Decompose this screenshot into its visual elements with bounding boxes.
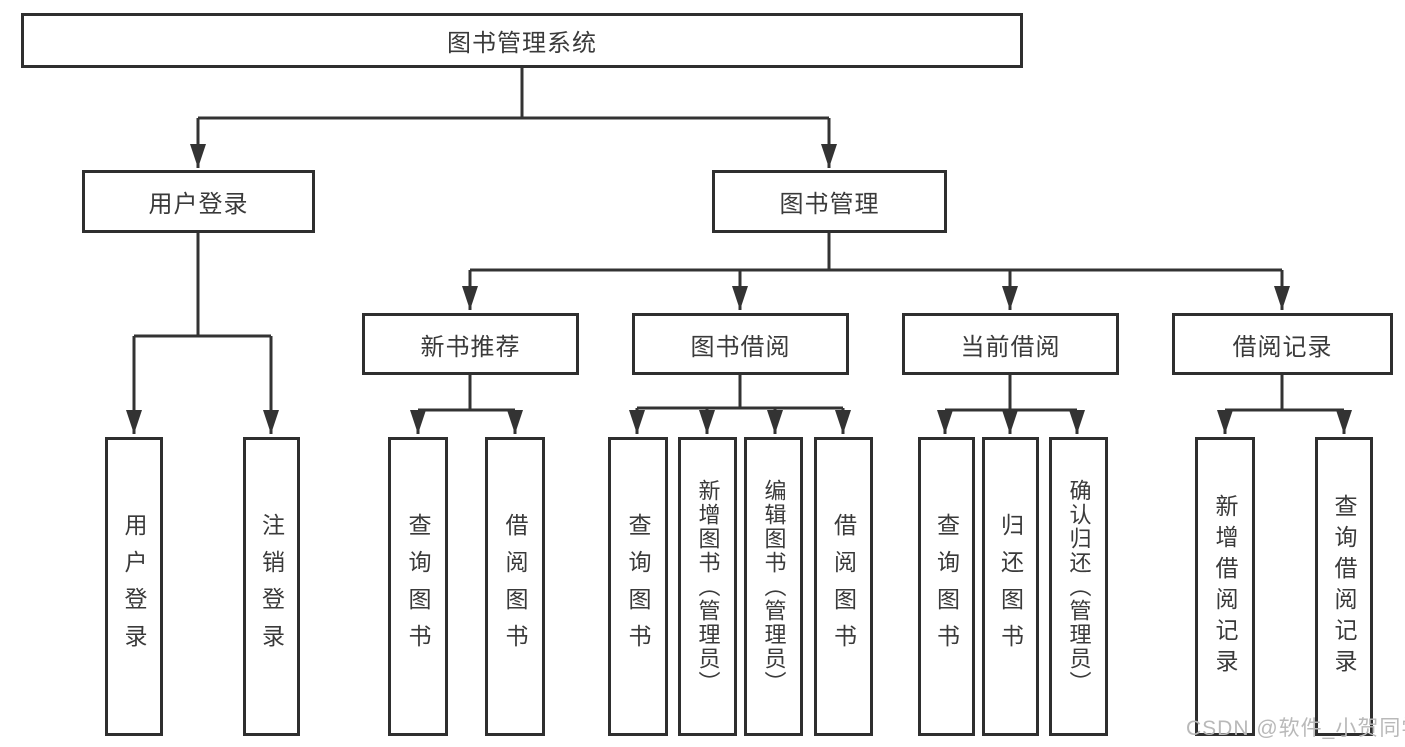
connector-skeleton — [134, 68, 1344, 412]
node-new-book-recommendation: 新书推荐 — [362, 313, 579, 375]
csdn-watermark: CSDN @软件_小贺同学 — [1186, 717, 1405, 740]
node-query-books-recommend: 查询图书 — [388, 437, 448, 736]
node-user-login: 用户登录 — [82, 170, 315, 233]
node-query-books-borrowing: 查询图书 — [608, 437, 668, 736]
node-add-borrow-record: 新增借阅记录 — [1195, 437, 1255, 736]
node-logout: 注销登录 — [243, 437, 300, 736]
node-confirm-return-admin: 确认归还（管理员） — [1049, 437, 1108, 736]
node-book-borrowing: 图书借阅 — [632, 313, 849, 375]
node-library-management-system: 图书管理系统 — [21, 13, 1023, 68]
node-user-login-leaf: 用户登录 — [105, 437, 163, 736]
node-add-book-admin: 新增图书（管理员） — [678, 437, 737, 736]
node-current-borrowing: 当前借阅 — [902, 313, 1119, 375]
node-book-management: 图书管理 — [712, 170, 947, 233]
node-borrowing-records: 借阅记录 — [1172, 313, 1393, 375]
node-return-books: 归还图书 — [982, 437, 1039, 736]
node-query-books-current: 查询图书 — [918, 437, 975, 736]
node-borrow-books-recommend: 借阅图书 — [485, 437, 545, 736]
node-edit-book-admin: 编辑图书（管理员） — [744, 437, 803, 736]
node-borrow-books-borrowing: 借阅图书 — [814, 437, 873, 736]
node-query-borrow-record: 查询借阅记录 — [1315, 437, 1373, 736]
